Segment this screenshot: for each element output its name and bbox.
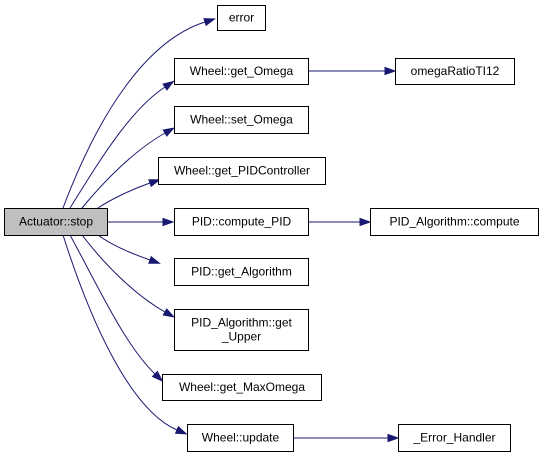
arrowhead-icon bbox=[384, 66, 397, 76]
node-label: error bbox=[229, 11, 254, 25]
arrowhead-icon bbox=[203, 18, 216, 27]
node-stop[interactable]: Actuator::stop bbox=[4, 208, 108, 236]
edge-compute_pid-to-algo_compute bbox=[308, 217, 372, 227]
edge-stop-to-update bbox=[62, 234, 188, 435]
node-label: _Upper bbox=[221, 330, 261, 344]
node-update[interactable]: Wheel::update bbox=[187, 424, 294, 452]
node-get-upper[interactable]: PID_Algorithm::get_Upper bbox=[174, 309, 309, 351]
node-label: PID_Algorithm::get bbox=[191, 316, 292, 330]
edge-stop-to-compute_pid bbox=[107, 217, 175, 227]
arrowhead-icon bbox=[174, 425, 188, 435]
edge-line bbox=[81, 234, 166, 313]
node-label: PID::compute_PID bbox=[192, 215, 292, 229]
edge-stop-to-get_maxomega bbox=[69, 234, 164, 383]
node-box bbox=[174, 58, 309, 85]
node-omega-ratio[interactable]: omegaRatioTI12 bbox=[395, 58, 515, 85]
edge-line bbox=[69, 86, 166, 209]
node-get-maxomega[interactable]: Wheel::get_MaxOmega bbox=[162, 374, 322, 401]
node-label: PID::get_Algorithm bbox=[191, 265, 292, 279]
node-set-omega[interactable]: Wheel::set_Omega bbox=[174, 106, 309, 134]
node-algo-compute[interactable]: PID_Algorithm::compute bbox=[370, 208, 539, 236]
node-label: Wheel::update bbox=[202, 431, 280, 445]
edge-stop-to-get_omega bbox=[69, 80, 175, 209]
edge-line bbox=[81, 132, 166, 209]
node-label: Wheel::get_PIDController bbox=[174, 164, 310, 178]
arrowhead-icon bbox=[387, 433, 400, 443]
node-box bbox=[398, 424, 511, 452]
edge-stop-to-set_omega bbox=[81, 127, 176, 209]
node-box bbox=[174, 309, 309, 351]
edge-line bbox=[62, 21, 206, 209]
edge-line bbox=[69, 234, 156, 375]
edge-line bbox=[62, 234, 178, 431]
edge-stop-to-get_pidcontroller bbox=[97, 179, 161, 209]
node-label: Wheel::set_Omega bbox=[190, 113, 293, 127]
arrowhead-icon bbox=[162, 80, 175, 91]
node-box bbox=[174, 258, 309, 286]
arrowhead-icon bbox=[162, 217, 175, 227]
node-label: PID_Algorithm::compute bbox=[389, 215, 519, 229]
node-box bbox=[4, 208, 108, 236]
node-label: _Error_Handler bbox=[412, 431, 495, 445]
arrowhead-icon bbox=[162, 308, 176, 318]
node-label: Wheel::get_MaxOmega bbox=[179, 380, 305, 394]
node-get-algorithm[interactable]: PID::get_Algorithm bbox=[174, 258, 309, 286]
edge-stop-to-error bbox=[62, 18, 216, 209]
edge-update-to-error_handler bbox=[292, 433, 400, 443]
node-get-pidcontroller[interactable]: Wheel::get_PIDController bbox=[158, 157, 326, 185]
node-compute-pid[interactable]: PID::compute_PID bbox=[174, 208, 309, 236]
edge-get_omega-to-omega_ratio bbox=[308, 66, 397, 76]
node-label: Actuator::stop bbox=[19, 215, 93, 229]
arrowhead-icon bbox=[148, 179, 161, 188]
edge-line bbox=[97, 182, 151, 209]
arrowhead-icon bbox=[359, 217, 372, 227]
node-label: Wheel::get_Omega bbox=[190, 64, 294, 78]
node-box bbox=[174, 106, 309, 134]
node-box bbox=[174, 208, 309, 236]
node-box bbox=[395, 58, 515, 85]
arrowhead-icon bbox=[148, 255, 161, 264]
node-get-omega[interactable]: Wheel::get_Omega bbox=[174, 58, 309, 85]
edge-line bbox=[97, 234, 151, 261]
node-box bbox=[217, 5, 266, 31]
node-box bbox=[370, 208, 539, 236]
arrowhead-icon bbox=[162, 127, 176, 137]
node-box bbox=[187, 424, 294, 452]
node-box bbox=[162, 374, 322, 401]
node-label: omegaRatioTI12 bbox=[411, 64, 500, 78]
node-error[interactable]: error bbox=[217, 5, 266, 31]
node-error-handler[interactable]: _Error_Handler bbox=[398, 424, 511, 452]
edge-stop-to-get_upper bbox=[81, 234, 176, 318]
edges-layer bbox=[62, 18, 400, 443]
node-box bbox=[158, 157, 326, 185]
arrowhead-icon bbox=[151, 370, 164, 383]
edge-stop-to-get_algorithm bbox=[97, 234, 161, 264]
